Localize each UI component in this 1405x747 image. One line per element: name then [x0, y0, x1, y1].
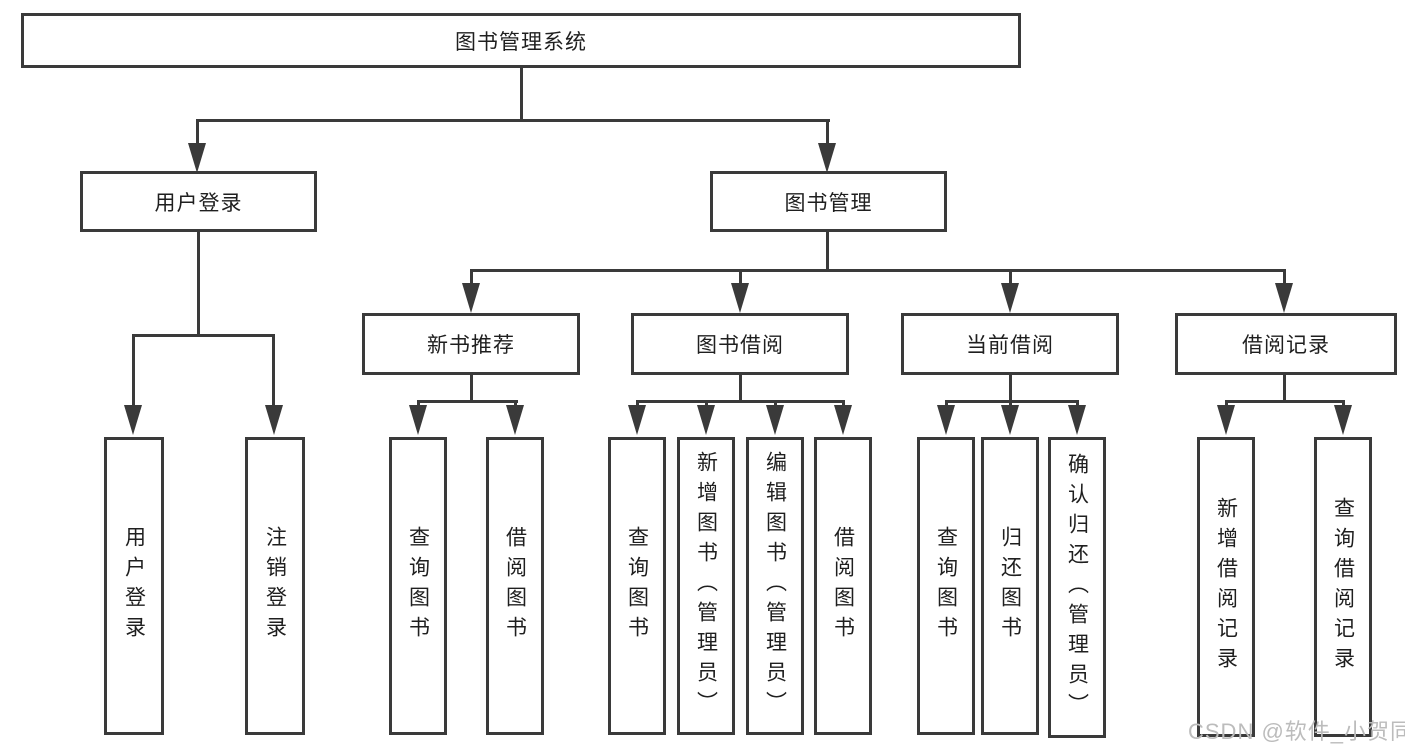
node-user-login-label: 用户登录 [154, 191, 243, 215]
leaf-borrow-books-recommend: 借阅图书 [486, 437, 544, 735]
connector-vline [520, 68, 523, 121]
arrow-down-icon [1275, 283, 1293, 313]
connector-hline [417, 400, 518, 403]
node-root-label: 图书管理系统 [455, 30, 587, 54]
node-current-borrowing-label: 当前借阅 [966, 334, 1054, 357]
connector-vline [636, 400, 639, 407]
arrow-down-icon [1001, 405, 1019, 435]
node-current-borrowing: 当前借阅 [901, 313, 1119, 375]
arrow-down-icon [1068, 405, 1086, 435]
leaf-logout-login: 注销登录 [245, 437, 305, 735]
connector-vline [1283, 375, 1286, 403]
arrow-down-icon [1001, 283, 1019, 313]
arrow-down-icon [124, 405, 142, 435]
leaf-query-borrow-record-label: 查询借阅记录 [1331, 497, 1355, 677]
arrow-down-icon [506, 405, 524, 435]
leaf-confirm-return-admin-label: 确认归还（管理员） [1065, 452, 1089, 723]
leaf-user-login: 用户登录 [104, 437, 164, 735]
node-root: 图书管理系统 [21, 13, 1021, 68]
arrow-down-icon [628, 405, 646, 435]
connector-vline [739, 269, 742, 285]
arrow-down-icon [697, 405, 715, 435]
arrow-down-icon [409, 405, 427, 435]
connector-vline [417, 400, 420, 407]
leaf-return-books-label: 归还图书 [998, 526, 1022, 646]
leaf-query-books-borrowing: 查询图书 [608, 437, 666, 735]
leaf-query-books-current: 查询图书 [917, 437, 975, 735]
arrow-down-icon [766, 405, 784, 435]
leaf-query-books-current-label: 查询图书 [934, 526, 958, 646]
connector-vline [945, 400, 948, 407]
arrow-down-icon [1334, 405, 1352, 435]
leaf-logout-login-label: 注销登录 [263, 526, 287, 646]
node-user-login: 用户登录 [80, 171, 317, 232]
connector-vline [1076, 400, 1079, 407]
leaf-return-books: 归还图书 [981, 437, 1039, 735]
connector-vline [826, 232, 829, 271]
arrow-down-icon [937, 405, 955, 435]
arrow-down-icon [1217, 405, 1235, 435]
leaf-borrow-books-recommend-label: 借阅图书 [503, 526, 527, 646]
arrow-down-icon [818, 143, 836, 173]
connector-vline [1283, 269, 1286, 285]
arrow-down-icon [188, 143, 206, 173]
connector-vline [470, 375, 473, 403]
connector-vline [132, 334, 135, 406]
connector-vline [197, 232, 200, 336]
leaf-confirm-return-admin: 确认归还（管理员） [1048, 437, 1106, 738]
connector-hline [945, 400, 1079, 403]
node-new-book-recommend-label: 新书推荐 [427, 334, 515, 357]
node-borrowing-records: 借阅记录 [1175, 313, 1397, 375]
node-book-management: 图书管理 [710, 171, 947, 232]
connector-hline [636, 400, 845, 403]
connector-vline [1009, 375, 1012, 403]
connector-vline [842, 400, 845, 407]
arrow-down-icon [731, 283, 749, 313]
leaf-edit-book-admin-label: 编辑图书（管理员） [763, 451, 787, 721]
leaf-add-borrow-record-label: 新增借阅记录 [1214, 497, 1238, 677]
connector-vline [470, 269, 473, 285]
connector-vline [705, 400, 708, 407]
leaf-query-books-recommend-label: 查询图书 [406, 526, 430, 646]
node-new-book-recommend: 新书推荐 [362, 313, 580, 375]
connector-vline [1009, 269, 1012, 285]
leaf-query-borrow-record: 查询借阅记录 [1314, 437, 1372, 737]
leaf-user-login-label: 用户登录 [122, 526, 146, 646]
node-book-borrowing-label: 图书借阅 [696, 334, 784, 357]
connector-hline [132, 334, 275, 337]
watermark: CSDN @软件_小贺同学 [1188, 719, 1405, 744]
node-book-borrowing: 图书借阅 [631, 313, 849, 375]
arrow-down-icon [834, 405, 852, 435]
connector-vline [272, 334, 275, 406]
arrow-down-icon [462, 283, 480, 313]
leaf-add-book-admin-label: 新增图书（管理员） [694, 451, 718, 721]
connector-hline [196, 119, 830, 122]
connector-vline [739, 375, 742, 403]
leaf-add-book-admin: 新增图书（管理员） [677, 437, 735, 735]
leaf-query-books-borrowing-label: 查询图书 [625, 526, 649, 646]
connector-vline [1342, 400, 1345, 407]
node-borrowing-records-label: 借阅记录 [1242, 334, 1330, 357]
connector-vline [826, 119, 829, 146]
node-book-management-label: 图书管理 [784, 191, 873, 215]
connector-hline [470, 269, 1285, 272]
leaf-add-borrow-record: 新增借阅记录 [1197, 437, 1255, 737]
connector-vline [1009, 400, 1012, 407]
leaf-borrow-books-borrowing-label: 借阅图书 [831, 526, 855, 646]
connector-hline [1225, 400, 1345, 403]
connector-vline [774, 400, 777, 407]
connector-vline [1225, 400, 1228, 407]
arrow-down-icon [265, 405, 283, 435]
connector-vline [196, 119, 199, 146]
leaf-borrow-books-borrowing: 借阅图书 [814, 437, 872, 735]
connector-vline [514, 400, 517, 407]
leaf-query-books-recommend: 查询图书 [389, 437, 447, 735]
leaf-edit-book-admin: 编辑图书（管理员） [746, 437, 804, 735]
